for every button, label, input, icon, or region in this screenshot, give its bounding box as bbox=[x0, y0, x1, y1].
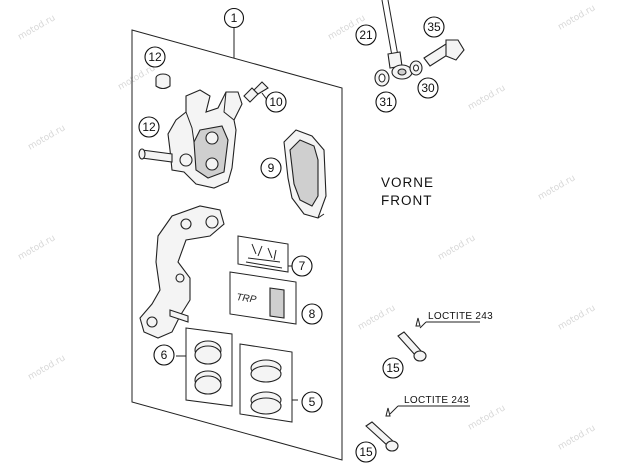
callout-number: 30 bbox=[421, 81, 435, 95]
callout-6[interactable]: 6 bbox=[153, 344, 175, 366]
callout-number: 21 bbox=[359, 28, 373, 42]
banjo-bolt-part bbox=[423, 39, 465, 67]
callout-9[interactable]: 9 bbox=[260, 157, 282, 179]
callout-number: 9 bbox=[268, 161, 275, 175]
brake-hose-part bbox=[381, 0, 413, 80]
callout-number: 8 bbox=[309, 307, 316, 321]
callout-7[interactable]: 7 bbox=[288, 255, 313, 277]
label-front: FRONT bbox=[381, 193, 433, 208]
callout-bubble bbox=[355, 441, 377, 463]
brake-caliper-body bbox=[167, 89, 243, 189]
callout-bubble bbox=[375, 91, 397, 113]
watermark: motod.ru bbox=[557, 423, 598, 452]
loctite-label: LOCTITE 243 bbox=[404, 395, 469, 406]
loctite-label: LOCTITE 243 bbox=[428, 311, 493, 322]
watermark: motod.ru bbox=[437, 233, 478, 262]
callout-number: 31 bbox=[379, 95, 393, 109]
watermark: motod.ru bbox=[27, 123, 68, 152]
label-vorne: VORNE bbox=[381, 175, 434, 190]
caliper-bracket bbox=[139, 205, 225, 339]
callout-bubble bbox=[144, 46, 166, 68]
callout-12-lower[interactable]: 12 bbox=[138, 116, 160, 138]
loctite-note-upper: LOCTITE 243 bbox=[419, 311, 493, 329]
pad-pin-kit bbox=[237, 235, 289, 273]
piston-kit bbox=[239, 343, 298, 423]
callout-bubble bbox=[265, 91, 287, 113]
sealing-washer-30 bbox=[409, 60, 423, 76]
callout-number: 1 bbox=[231, 11, 238, 25]
callout-bubble bbox=[423, 16, 445, 38]
callout-35[interactable]: 35 bbox=[423, 16, 445, 38]
callout-number: 15 bbox=[359, 445, 373, 459]
mounting-bolt-upper bbox=[397, 317, 427, 362]
callout-bubble bbox=[301, 391, 323, 413]
watermark: motod.ru bbox=[537, 173, 578, 202]
callout-bubble bbox=[291, 255, 313, 277]
callout-5[interactable]: 5 bbox=[301, 391, 323, 413]
watermark: motod.ru bbox=[27, 353, 68, 382]
callout-number: 10 bbox=[269, 95, 283, 109]
callout-10[interactable]: 10 bbox=[265, 91, 287, 113]
watermark-layer: motod.ru motod.ru motod.ru motod.ru moto… bbox=[17, 3, 598, 452]
watermark: motod.ru bbox=[467, 403, 508, 432]
callout-number: 12 bbox=[148, 50, 162, 64]
loctite-note-lower: LOCTITE 243 bbox=[389, 395, 470, 415]
brake-pad-part bbox=[283, 129, 327, 219]
callout-number: 15 bbox=[386, 361, 400, 375]
callout-number: 12 bbox=[142, 120, 156, 134]
callout-number: 7 bbox=[299, 259, 306, 273]
callout-bubble bbox=[260, 157, 282, 179]
callout-30[interactable]: 30 bbox=[417, 77, 439, 99]
watermark: motod.ru bbox=[357, 303, 398, 332]
mounting-bolt-lower bbox=[365, 407, 399, 452]
callout-bubble bbox=[382, 357, 404, 379]
watermark: motod.ru bbox=[17, 233, 58, 262]
callout-bubble bbox=[417, 77, 439, 99]
callout-number: 5 bbox=[309, 395, 316, 409]
watermark: motod.ru bbox=[557, 303, 598, 332]
watermark: motod.ru bbox=[467, 83, 508, 112]
callout-12[interactable]: 12 bbox=[144, 46, 166, 68]
callout-number: 6 bbox=[161, 348, 168, 362]
sealing-washer-31 bbox=[374, 69, 390, 87]
watermark: motod.ru bbox=[117, 63, 158, 92]
callout-31[interactable]: 31 bbox=[375, 91, 397, 113]
callout-number: 35 bbox=[427, 20, 441, 34]
piston-seal-kit bbox=[176, 327, 233, 407]
bleed-cap-part bbox=[155, 73, 171, 90]
callout-bubble bbox=[138, 116, 160, 138]
assembly-frame bbox=[131, 29, 343, 461]
brake-pad-kit: TRP bbox=[229, 271, 297, 325]
callout-bubble bbox=[355, 24, 377, 46]
callout-bubble bbox=[223, 7, 245, 29]
callout-bubble bbox=[301, 303, 323, 325]
callout-bubble bbox=[153, 344, 175, 366]
callout-8[interactable]: 8 bbox=[301, 303, 323, 325]
callout-21[interactable]: 21 bbox=[355, 24, 377, 46]
pad-kit-logo: TRP bbox=[236, 292, 258, 306]
bleed-screw-part bbox=[243, 81, 269, 103]
watermark: motod.ru bbox=[557, 3, 598, 32]
callout-15-upper[interactable]: 15 bbox=[382, 357, 404, 379]
callout-1[interactable]: 1 bbox=[223, 7, 245, 29]
callout-15-lower[interactable]: 15 bbox=[355, 441, 377, 463]
guide-pin-part bbox=[138, 148, 173, 163]
watermark: motod.ru bbox=[17, 13, 58, 42]
